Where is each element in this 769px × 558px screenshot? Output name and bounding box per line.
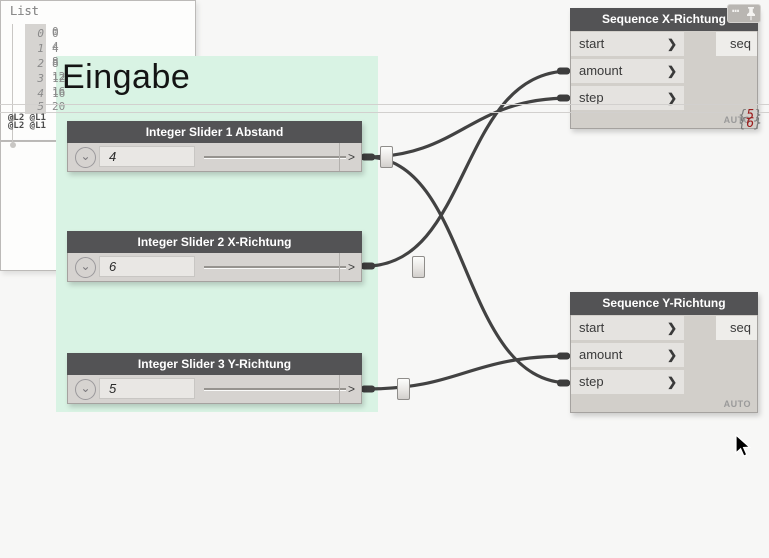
slider-thumb[interactable] — [397, 378, 410, 400]
node-title: Integer Slider 2 X-Richtung — [67, 231, 362, 253]
slider-body: ⌄ 6 > — [67, 253, 425, 282]
slider-track[interactable] — [204, 256, 425, 278]
list-item: 4 16 — [0, 84, 769, 101]
list-value: 8 — [52, 57, 59, 70]
chevron-right-icon: ❯ — [666, 64, 677, 78]
chevron-right-icon: ❯ — [666, 348, 677, 362]
output-port-seq[interactable]: seq — [716, 316, 757, 340]
list-value: 12 — [52, 70, 66, 83]
integer-slider-2-node[interactable]: Integer Slider 2 X-Richtung ⌄ 6 > — [67, 231, 425, 282]
node-title: Sequence Y-Richtung — [570, 292, 758, 315]
port-label: start — [579, 36, 605, 51]
wire-slider1-seqy-step — [365, 155, 571, 385]
list-level-dot — [9, 142, 16, 148]
chevron-right-icon: ❯ — [666, 37, 677, 51]
slider-body: ⌄ 4 > — [67, 143, 393, 172]
output-port[interactable]: > — [347, 150, 355, 164]
list-level-line — [12, 26, 13, 117]
input-port-start[interactable]: start ❯ — [571, 32, 684, 56]
list-value: 20 — [52, 100, 66, 113]
list-index: 5 — [25, 99, 46, 114]
port-label: amount — [579, 347, 623, 362]
list-title: List — [10, 4, 39, 18]
input-port-start[interactable]: start ❯ — [571, 316, 684, 340]
port-label: amount — [579, 63, 623, 78]
group-title: Eingabe — [62, 58, 191, 96]
item-count-badge: {6} — [738, 116, 762, 131]
watch-footer: @L2 @L1 {5} — [0, 104, 769, 131]
chevron-down-icon[interactable]: ⌄ — [75, 257, 96, 278]
chevron-right-icon: ❯ — [666, 91, 677, 105]
input-port-step[interactable]: step ❯ — [571, 86, 684, 110]
list-index: 4 — [25, 86, 46, 101]
port-label: start — [579, 320, 605, 335]
lacing-levels-label[interactable]: @L2 @L1 — [8, 113, 46, 123]
input-port-amount[interactable]: amount ❯ — [571, 343, 684, 367]
chevron-right-icon: ❯ — [666, 321, 677, 335]
item-count-badge: {5} — [738, 108, 762, 123]
port-label: step — [579, 90, 604, 105]
list-value: 12 — [52, 72, 66, 85]
divider — [339, 375, 340, 403]
chevron-right-icon: ❯ — [666, 375, 677, 389]
list-index: 2 — [25, 56, 46, 71]
chevron-down-icon[interactable]: ⌄ — [75, 379, 96, 400]
port-label: step — [579, 374, 604, 389]
lacing-badge[interactable]: AUTO — [723, 115, 751, 125]
pushpin-icon — [747, 7, 755, 21]
sequence-y-node[interactable]: Sequence Y-Richtung start ❯ amount ❯ ste… — [570, 292, 758, 413]
slider-thumb[interactable] — [380, 146, 393, 168]
port-connector — [557, 352, 570, 360]
slider-thumb[interactable] — [412, 256, 425, 278]
slider-track[interactable] — [204, 146, 393, 168]
list-item: 5 20 — [0, 97, 769, 114]
output-port[interactable]: > — [347, 382, 355, 396]
output-port[interactable]: > — [347, 260, 355, 274]
list-value: 0 — [52, 25, 59, 38]
list-index: 1 — [25, 41, 46, 56]
node-body: start ❯ amount ❯ step ❯ seq AUTO — [570, 315, 758, 413]
list-index: 0 — [25, 26, 46, 41]
list-title: List — [10, 4, 39, 18]
list-value: 16 — [52, 85, 66, 98]
slider-value-input[interactable]: 5 — [99, 378, 195, 399]
mouse-cursor — [735, 434, 752, 457]
slider-value-input[interactable]: 4 — [99, 146, 195, 167]
input-port-step[interactable]: step ❯ — [571, 370, 684, 394]
node-title: Integer Slider 3 Y-Richtung — [67, 353, 362, 375]
lacing-levels-label[interactable]: @L2 @L1 — [8, 121, 46, 131]
node-title: Sequence X-Richtung — [570, 8, 758, 31]
slider-body: ⌄ 5 > — [67, 375, 410, 404]
list-value: 8 — [52, 55, 59, 68]
input-port-amount[interactable]: amount ❯ — [571, 59, 684, 83]
list-value: 4 — [52, 40, 59, 53]
watch-footer: @L2 @L1 {6} — [0, 112, 769, 141]
divider — [339, 253, 340, 281]
port-connector — [557, 379, 570, 387]
list-value: 4 — [52, 42, 59, 55]
list-item: 3 12 — [0, 69, 769, 86]
divider — [339, 143, 340, 171]
ellipsis-icon: … — [732, 1, 741, 15]
slider-value-input[interactable]: 6 — [99, 256, 195, 277]
integer-slider-1-node[interactable]: Integer Slider 1 Abstand ⌄ 4 > — [67, 121, 393, 172]
chevron-down-icon[interactable]: ⌄ — [75, 147, 96, 168]
list-index: 3 — [25, 71, 46, 86]
list-value: 0 — [52, 27, 59, 40]
lacing-badge[interactable]: AUTO — [723, 399, 751, 409]
node-title: Integer Slider 1 Abstand — [67, 121, 362, 143]
slider-track[interactable] — [204, 378, 410, 400]
list-level-dot — [9, 115, 16, 121]
integer-slider-3-node[interactable]: Integer Slider 3 Y-Richtung ⌄ 5 > — [67, 353, 410, 404]
preview-pin-button[interactable]: … — [727, 1, 761, 23]
output-port-seq[interactable]: seq — [716, 32, 757, 56]
list-value: 16 — [52, 87, 66, 100]
